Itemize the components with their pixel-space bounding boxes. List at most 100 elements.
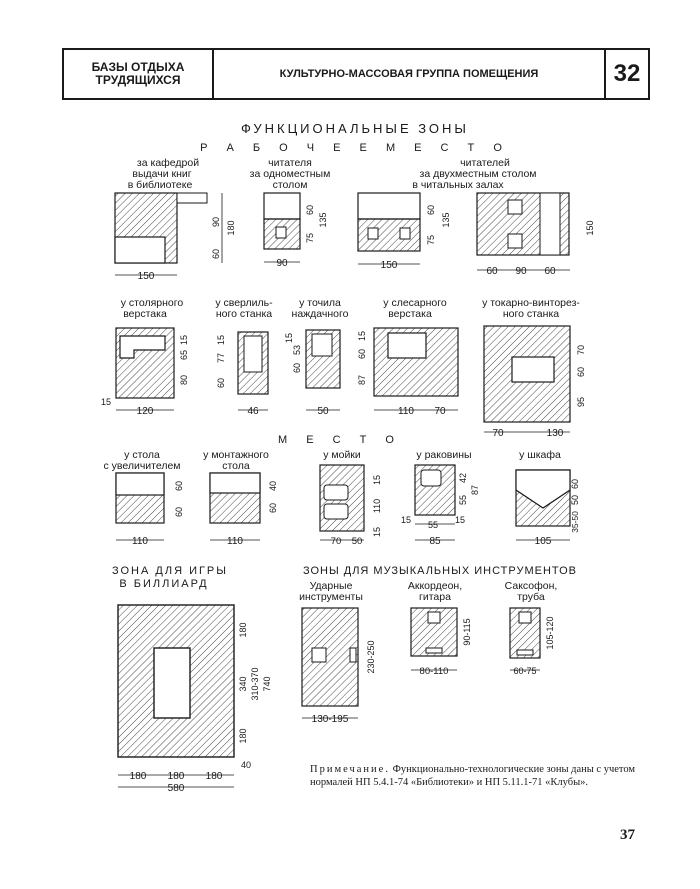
label-accordion-2: гитара — [419, 591, 451, 603]
dim-locksmith-87: 87 — [357, 375, 367, 385]
dim-washbasin-15b: 15 — [455, 515, 465, 525]
label-lectern-1: за кафедрой — [137, 157, 199, 169]
dim-drums-130-195: 130-195 — [312, 714, 349, 725]
heading-place: М Е С Т О — [278, 434, 402, 446]
zone-reader-double-desk: 150 75 60 135 — [357, 192, 451, 271]
zone-sink: 70 50 15 110 15 — [319, 464, 382, 547]
label-single-desk-1: читателя — [268, 157, 312, 169]
zone-reading-hall: 60 90 60 150 — [476, 192, 595, 277]
label-drums-1: Ударные — [310, 580, 353, 592]
section-title-line1: БАЗЫ ОТДЫХА — [91, 60, 185, 74]
zone-grinder: 50 15 53 60 — [284, 329, 341, 417]
label-grinder-2: наждачного — [292, 308, 349, 320]
zone-lathe: 70 130 70 60 95 — [483, 325, 586, 439]
section-title: БАЗЫ ОТДЫХА ТРУДЯЩИХСЯ — [64, 50, 214, 98]
dim-sink-15b: 15 — [372, 527, 382, 537]
label-locksmith-1: у слесарного — [383, 297, 447, 309]
dim-billiard-180v1: 180 — [238, 622, 248, 637]
dim-lathe-95: 95 — [576, 397, 586, 407]
dim-grinder-15: 15 — [284, 333, 294, 343]
zone-locksmith-bench: 110 70 15 60 87 — [357, 327, 459, 417]
dim-sink-50: 50 — [352, 536, 363, 547]
label-assembly-2: стола — [222, 460, 250, 472]
dim-assembly-60: 60 — [268, 503, 278, 513]
dim-grinder-60: 60 — [292, 363, 302, 373]
dim-sink-15a: 15 — [372, 475, 382, 485]
label-enlarger-1: у стола — [124, 449, 160, 461]
dim-carpenter-80: 80 — [179, 375, 189, 385]
dim-drill-60: 60 — [216, 378, 226, 388]
dim-billiard-180b: 180 — [168, 771, 185, 782]
dim-drill-46: 46 — [247, 406, 259, 417]
label-drill-1: у сверлиль- — [215, 297, 273, 309]
dim-cabinet-35-50: 35-50 — [570, 511, 580, 533]
dim-washbasin-55: 55 — [428, 520, 438, 530]
dim-enlarger-60b: 60 — [174, 507, 184, 517]
zone-enlarger-table: 110 60 60 — [115, 472, 184, 547]
dim-cabinet-60: 60 — [570, 479, 580, 489]
dim-billiard-180v2: 180 — [238, 728, 248, 743]
dim-drill-77: 77 — [216, 353, 226, 363]
dim-accordion-90-115: 90-115 — [462, 618, 472, 645]
dim-locksmith-60: 60 — [357, 349, 367, 359]
section-title-line2: ТРУДЯЩИХСЯ — [95, 73, 181, 87]
zone-cabinet: 105 60 50 35-50 — [515, 469, 580, 547]
dim-hall-60b: 60 — [544, 266, 556, 277]
sheet-title: КУЛЬТУРНО-МАССОВАЯ ГРУППА ПОМЕЩЕНИЯ — [214, 50, 606, 98]
note-text: Функционально-технологические зоны даны … — [310, 764, 636, 788]
dim-double-desk-135: 135 — [441, 212, 451, 227]
dim-single-desk-60: 60 — [305, 205, 315, 215]
label-accordion-1: Аккордеон, — [408, 580, 462, 592]
zone-carpenter-bench: 15 120 15 65 80 — [101, 327, 189, 417]
dim-enlarger-60a: 60 — [174, 481, 184, 491]
dim-locksmith-110: 110 — [398, 406, 414, 417]
heading-billiard-2: В БИЛЛИАРД — [119, 578, 208, 590]
zone-drums: 130-195 230-250 — [301, 607, 376, 725]
dim-sink-70: 70 — [331, 536, 342, 547]
dim-double-desk-75: 75 — [426, 235, 436, 245]
label-sink: у мойки — [323, 449, 361, 461]
label-double-desk-1: читателей — [460, 157, 510, 169]
dim-carpenter-120: 120 — [137, 406, 154, 417]
dim-drill-15: 15 — [216, 335, 226, 345]
label-sax-1: Саксофон, — [505, 580, 558, 592]
dim-billiard-340: 340 — [238, 676, 248, 691]
dim-lathe-60: 60 — [576, 367, 586, 377]
label-carpenter-1: у столярного — [121, 297, 184, 309]
heading-workplace: Р А Б О Ч Е Е М Е С Т О — [200, 142, 510, 154]
dim-lathe-70: 70 — [492, 428, 504, 439]
label-locksmith-2: верстака — [388, 308, 432, 320]
dim-single-desk-75: 75 — [305, 233, 315, 243]
dim-billiard-40: 40 — [241, 760, 251, 770]
dim-locksmith-70: 70 — [434, 406, 446, 417]
dim-washbasin-42: 42 — [458, 473, 468, 483]
dim-billiard-580: 580 — [168, 783, 185, 794]
dim-hall-90: 90 — [515, 266, 527, 277]
dim-hall-60a: 60 — [486, 266, 498, 277]
heading-music: ЗОНЫ ДЛЯ МУЗЫКАЛЬНЫХ ИНСТРУМЕНТОВ — [303, 565, 577, 577]
label-drill-2: ного станка — [216, 308, 272, 320]
dim-drums-230-250: 230-250 — [366, 640, 376, 673]
label-cabinet: у шкафа — [519, 449, 561, 461]
dim-cabinet-105: 105 — [535, 536, 552, 547]
dim-grinder-53: 53 — [292, 345, 302, 355]
note: Примечание. Функционально-технологически… — [310, 763, 640, 789]
label-lectern-2: выдачи книг — [132, 168, 191, 180]
dim-sink-110: 110 — [372, 499, 382, 513]
label-carpenter-2: верстака — [123, 308, 167, 320]
page-number: 37 — [620, 827, 635, 843]
zone-saxophone: 60-75 105-120 — [509, 607, 555, 676]
dim-lectern-180: 180 — [226, 220, 236, 235]
label-drums-2: инструменты — [299, 591, 363, 603]
dim-lectern-90: 90 — [211, 217, 221, 227]
note-label: Примечание. — [310, 764, 390, 775]
label-double-desk-3: в читальных залах — [412, 179, 504, 191]
dim-single-desk-width: 90 — [276, 258, 288, 269]
label-grinder-1: у точила — [299, 297, 341, 309]
label-lathe-2: ного станка — [503, 308, 559, 320]
dim-washbasin-85: 85 — [429, 536, 441, 547]
dim-lectern-60: 60 — [211, 249, 221, 259]
heading-billiard-1: ЗОНА ДЛЯ ИГРЫ — [112, 565, 228, 577]
zone-washbasin: 15 55 15 85 42 55 87 — [401, 464, 480, 547]
label-sax-2: труба — [517, 591, 545, 603]
